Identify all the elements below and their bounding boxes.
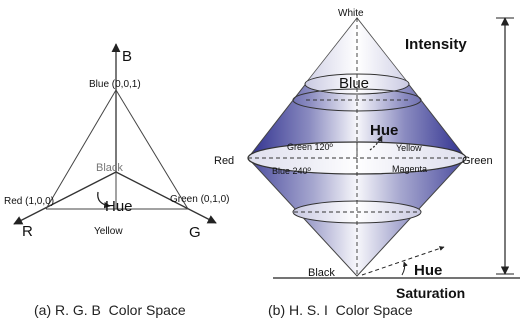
- origin-black-label: Black: [96, 162, 123, 174]
- bottom-hue-arc: [401, 261, 408, 276]
- black-label: Black: [308, 267, 335, 279]
- red-label: Red: [214, 155, 234, 167]
- axis-b-label: B: [122, 48, 132, 65]
- hue-arc-hsi: [369, 135, 383, 151]
- r-axis: [13, 171, 117, 225]
- rgb-color-space: B Blue (0,0,1) Black Red (1,0,0) Green (…: [4, 43, 229, 241]
- green-angle-label: Green 120º: [287, 142, 334, 152]
- green-label: Green: [462, 155, 493, 167]
- yellow-edge-label: Yellow: [94, 226, 123, 237]
- white-label: White: [338, 8, 364, 19]
- green-vertex-label: Green (0,1,0): [170, 194, 229, 205]
- rgb-caption: (a) R. G. B Color Space: [34, 302, 186, 318]
- upper-disc-blue-label: Blue: [339, 75, 369, 92]
- hue-label-hsi: Hue: [370, 122, 398, 139]
- saturation-label: Saturation: [396, 285, 465, 301]
- g-axis: [115, 171, 217, 224]
- red-vertex-label: Red (1,0,0): [4, 196, 54, 207]
- blue-vertex-label: Blue (0,0,1): [89, 79, 141, 90]
- axis-r-label: R: [22, 223, 33, 240]
- hue-arc-arrow: [97, 191, 111, 209]
- magenta-label: Magenta: [392, 164, 427, 174]
- hsi-color-space: White Intensity Blue Hue Red Green Green…: [214, 8, 520, 301]
- intensity-label: Intensity: [405, 36, 467, 53]
- bottom-hue-label: Hue: [414, 262, 442, 279]
- yellow-label: Yellow: [396, 143, 422, 153]
- blue-angle-label: Blue 240º: [272, 166, 312, 176]
- axis-g-label: G: [189, 224, 201, 241]
- edge-blue-red: [45, 89, 117, 210]
- hsi-caption: (b) H. S. I Color Space: [268, 302, 413, 318]
- edge-blue-green: [115, 89, 189, 210]
- hue-label-rgb: Hue: [105, 198, 133, 215]
- saturation-ray: [361, 246, 445, 276]
